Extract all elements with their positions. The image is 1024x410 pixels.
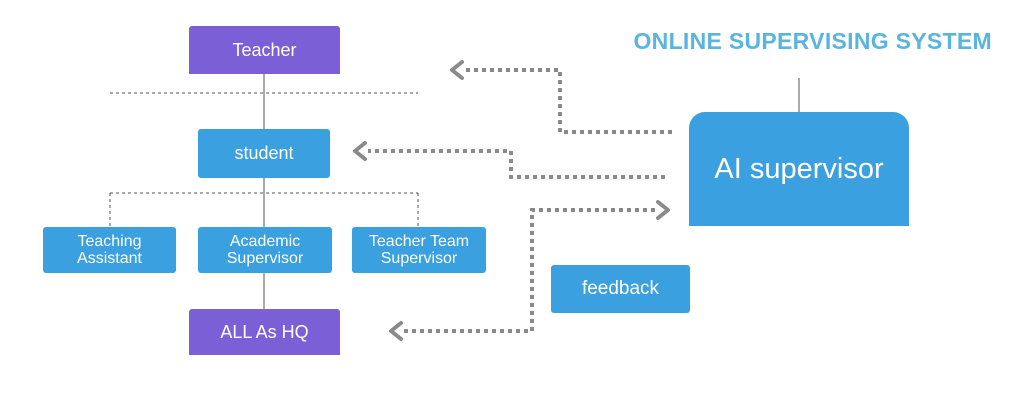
ai-supervisor-node: AI supervisor <box>689 112 909 226</box>
student-label: student <box>234 143 294 163</box>
teaching-assistant-label: Teaching Assistant <box>77 233 142 267</box>
diagram-title: ONLINE SUPERVISING SYSTEM <box>633 28 992 54</box>
arrow-ai-to-student <box>368 149 665 179</box>
academic-supervisor-label: Academic Supervisor <box>226 233 304 267</box>
teacher-team-supervisor-label: Teacher Team Supervisor <box>368 233 470 267</box>
student-node: student <box>198 129 330 178</box>
ai-supervisor-label: AI supervisor <box>714 152 884 185</box>
feedback-label: feedback <box>581 278 660 299</box>
feedback-node: feedback <box>551 265 690 313</box>
teaching-assistant-node: Teaching Assistant <box>43 227 176 273</box>
teacher-team-supervisor-node: Teacher Team Supervisor <box>352 227 486 273</box>
hierarchy-connectors <box>109 74 800 309</box>
arrow-hq-to-ai <box>404 208 656 333</box>
arrowhead-student <box>353 141 367 161</box>
arrow-ai-to-teacher <box>462 68 672 134</box>
teacher-label: Teacher <box>232 39 297 60</box>
all-as-hq-node: ALL As HQ <box>189 309 340 355</box>
arrowhead-teacher <box>450 60 464 80</box>
all-as-hq-label: ALL As HQ <box>220 321 309 342</box>
arrow-paths <box>368 68 672 333</box>
teacher-node: Teacher <box>189 26 340 74</box>
arrowhead-ai <box>656 200 670 220</box>
academic-supervisor-node: Academic Supervisor <box>198 227 332 273</box>
arrow-heads <box>353 60 670 341</box>
arrowhead-hq <box>389 321 403 341</box>
